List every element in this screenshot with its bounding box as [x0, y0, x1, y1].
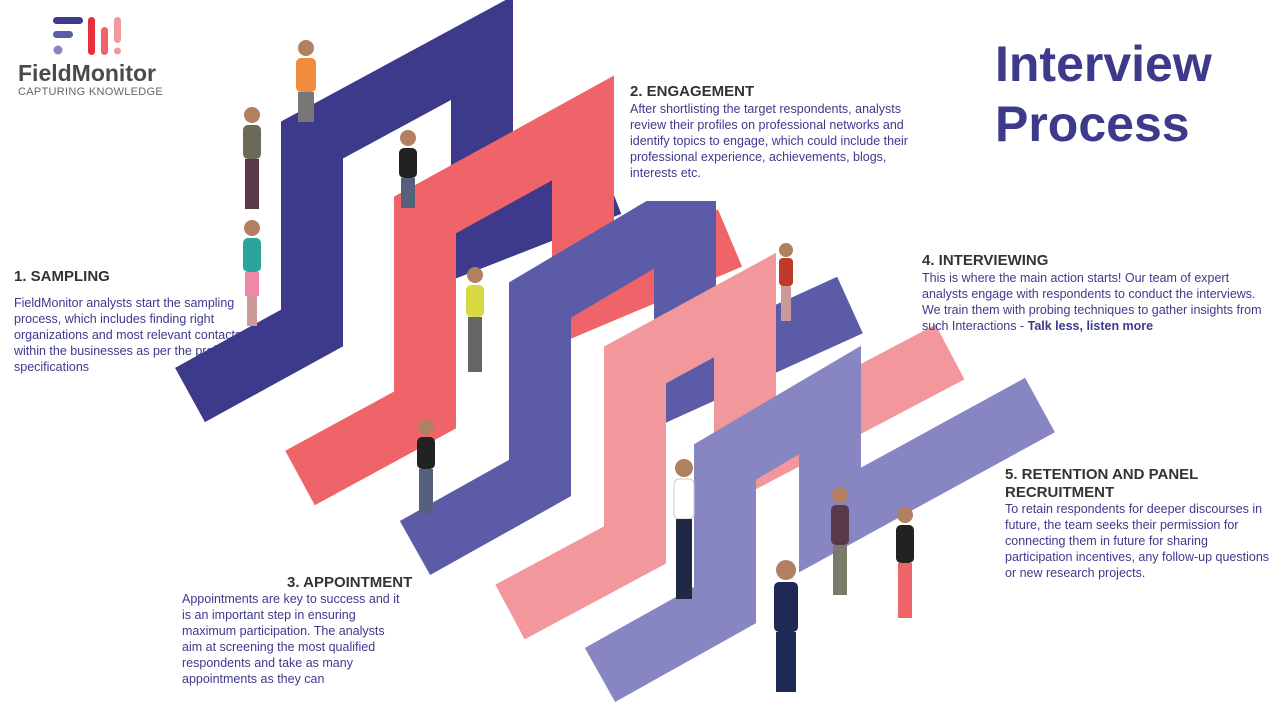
- step-2-body: After shortlisting the target respondent…: [630, 102, 908, 180]
- person-figure: [673, 459, 695, 599]
- step-4-heading: 4. INTERVIEWING: [922, 252, 1049, 269]
- title-line-2: Process: [995, 96, 1190, 152]
- step-4-body: This is where the main action starts! Ou…: [922, 270, 1262, 334]
- title-line-1: Interview: [995, 36, 1212, 92]
- ribbon-sampling: [175, 0, 622, 423]
- step-3-heading: 3. APPOINTMENT: [287, 574, 413, 591]
- person-figure: [399, 130, 417, 208]
- logo-icon: [53, 17, 121, 55]
- step-2-heading: 2. ENGAGEMENT: [630, 83, 755, 100]
- step-3-body: Appointments are key to success and it i…: [182, 592, 400, 686]
- logo-tagline: CAPTURING KNOWLEDGE: [18, 86, 164, 98]
- person-figure: [779, 243, 793, 321]
- step-1-heading: 1. SAMPLING: [14, 268, 110, 285]
- person-figure: [774, 560, 798, 692]
- step-4-emphasis: Talk less, listen more: [1027, 319, 1154, 333]
- person-figure: [296, 40, 316, 122]
- step-5-heading: 5. RETENTION AND PANEL RECRUITMENT: [1005, 466, 1199, 501]
- person-figure: [243, 220, 261, 326]
- person-figure: [831, 487, 849, 595]
- ribbon-retention: [584, 345, 1055, 703]
- person-figure: [417, 419, 435, 514]
- step-4-text: This is where the main action starts! Ou…: [922, 271, 1262, 333]
- person-figure: [243, 107, 261, 209]
- person-figure: [896, 507, 914, 618]
- person-figure: [466, 267, 484, 372]
- step-1-body: FieldMonitor analysts start the sampling…: [14, 296, 242, 374]
- people-figures: [243, 40, 914, 692]
- ribbon-appointment: [399, 201, 863, 576]
- step-5-body: To retain respondents for deeper discour…: [1005, 502, 1270, 580]
- logo-name: FieldMonitor: [18, 60, 156, 86]
